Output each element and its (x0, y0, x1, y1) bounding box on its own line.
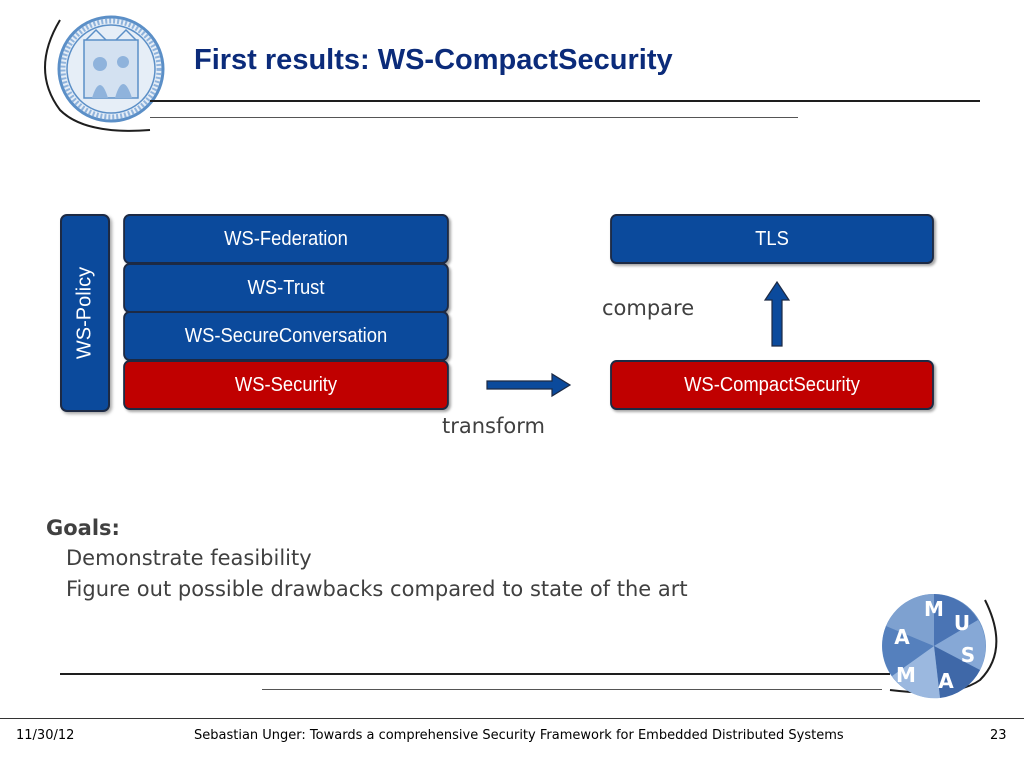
transform-label: transform (442, 414, 545, 438)
ws-policy-bar (60, 214, 110, 412)
tls-box: TLS (610, 214, 934, 264)
logo-letter: U (954, 611, 970, 635)
goals-heading: Goals: (46, 516, 120, 540)
logo-letter: M (896, 663, 916, 687)
header-rule-bottom (150, 117, 798, 118)
compare-arrow (763, 280, 791, 347)
logo-letter: M (924, 597, 944, 621)
footer-caption: Sebastian Unger: Towards a comprehensive… (194, 728, 844, 743)
ws-secureconversation-box: WS-SecureConversation (123, 311, 449, 361)
goal-item: Figure out possible drawbacks compared t… (66, 577, 688, 601)
footer-date: 11/30/12 (16, 728, 75, 743)
footer-rule (0, 718, 1024, 719)
ws-security-box: WS-Security (123, 360, 449, 410)
musama-logo: M U S A M A (882, 594, 986, 699)
logo-letter: A (894, 625, 910, 649)
page-title: First results: WS-CompactSecurity (194, 44, 673, 76)
ws-compactsecurity-box: WS-CompactSecurity (610, 360, 934, 410)
logo-letter: S (961, 643, 975, 667)
bottom-rule-bottom (262, 689, 882, 690)
bottom-rule-top (60, 673, 890, 675)
page-number: 23 (990, 728, 1007, 743)
ws-policy-label: WS-Policy (73, 266, 96, 360)
header-rule-top (150, 100, 980, 102)
ws-federation-box: WS-Federation (123, 214, 449, 264)
transform-arrow (486, 372, 572, 398)
header-decoration (44, 19, 151, 132)
logo-letter: A (938, 669, 954, 693)
university-seal-logo (57, 15, 165, 123)
ws-trust-box: WS-Trust (123, 263, 449, 313)
compare-label: compare (602, 296, 695, 320)
goal-item: Demonstrate feasibility (66, 546, 312, 570)
